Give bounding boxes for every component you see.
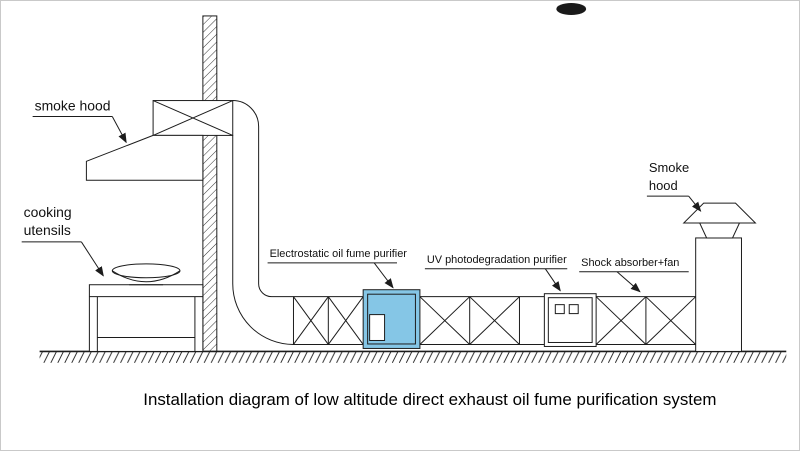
duct-x-brace [293,296,329,345]
label-smoke-hood-right-line2: hood [649,178,678,193]
stove-cabinet [88,284,204,352]
wok-bowl [112,270,181,283]
diagram-title: Installation diagram of low altitude dir… [143,390,716,409]
wok-rim [111,263,181,279]
label-smoke-hood-left: smoke hood [35,98,111,114]
duct-x-brace [419,296,471,345]
electrostatic-access-panel [369,314,386,341]
duct-x-brace [595,296,647,345]
wall [202,15,218,352]
shock-fan-arrow [616,271,641,293]
smoke-hood-right-arrow [688,195,702,212]
label-smoke-hood-right-line1: Smoke [649,160,689,175]
duct-x-brace [469,296,520,345]
duct-outer-edge [232,135,696,345]
uv-purifier [543,293,597,347]
smoke-hood-left [85,100,234,181]
hood-canopy [85,134,204,181]
duct-inner-edge [232,100,696,298]
exhaust-stack [682,202,757,352]
cooking-utensils-arrow [81,241,104,277]
smoke-hood-left-arrow [111,116,127,144]
label-electrostatic-purifier: Electrostatic oil fume purifier [270,248,408,260]
cooking-stove [88,263,204,352]
uv-purifier-body [543,293,597,347]
label-shock-absorber-fan: Shock absorber+fan [581,257,679,269]
label-cooking-utensils-line1: cooking [24,204,72,220]
label-cooking-utensils-line2: utensils [24,222,71,238]
stack-vent-cap-roof [682,202,757,224]
stack-vent-cap-neck [698,222,741,239]
ground [39,350,787,363]
duct-x-brace [645,296,697,345]
electrostatic-arrow [373,262,394,289]
electrostatic-purifier [362,289,421,349]
stack-body [695,237,742,352]
label-uv-purifier: UV photodegradation purifier [427,254,567,266]
ground-hatching [39,351,787,363]
exhaust-duct [232,100,697,345]
artifact-mark [556,2,587,15]
uv-arrow [544,268,561,292]
annotations: smoke hood cooking utensils Electrostati… [21,98,702,293]
duct-x-brace [327,296,364,345]
